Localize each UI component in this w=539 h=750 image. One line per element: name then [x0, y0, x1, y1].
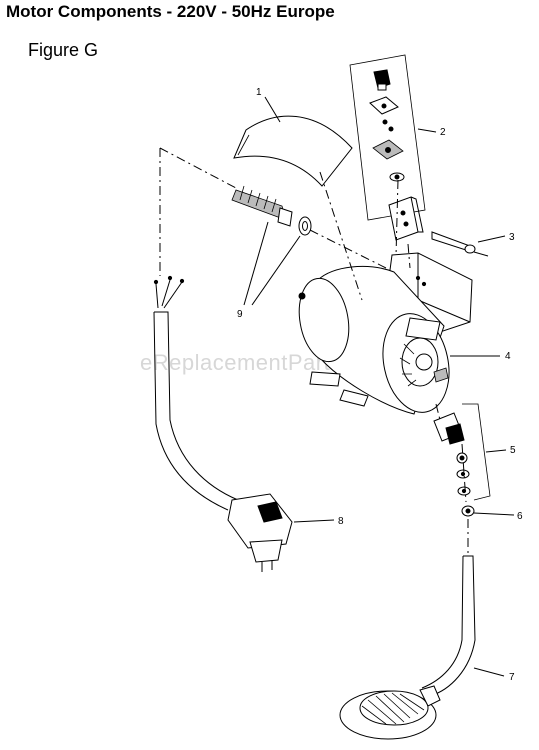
callout-7: 7 — [509, 672, 515, 683]
part-7-foot-switch: 7 — [339, 519, 515, 740]
callout-6: 6 — [517, 511, 523, 522]
assembly-lines — [159, 147, 467, 503]
part-6-nut: 6 — [461, 505, 523, 522]
figure-label: Figure G — [28, 40, 99, 60]
part-2-switch-assembly: 2 — [349, 54, 446, 241]
callout-9: 9 — [237, 309, 243, 320]
part-8-power-cord: 8 — [153, 275, 344, 572]
callout-8: 8 — [338, 516, 344, 527]
callout-2: 2 — [440, 127, 446, 138]
part-1-shield: 1 — [233, 87, 353, 187]
callout-5: 5 — [510, 445, 516, 456]
part-9-cable-gland: 9 — [231, 185, 312, 320]
page-title: Motor Components - 220V - 50Hz Europe — [6, 2, 335, 21]
callout-4: 4 — [505, 351, 511, 362]
part-3-pin: 3 — [431, 231, 515, 257]
callout-3: 3 — [509, 232, 515, 243]
part-5-connector: 5 — [433, 403, 516, 501]
part-4-motor: 4 — [298, 252, 511, 415]
callout-1: 1 — [256, 87, 262, 98]
